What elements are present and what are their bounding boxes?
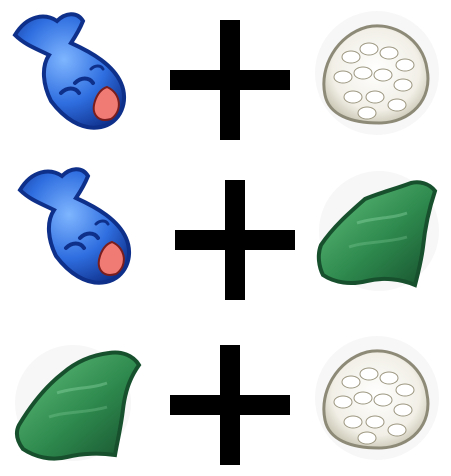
seaweed-sheet-icon: [305, 165, 445, 295]
blue-fish-icon: [10, 160, 150, 290]
plus-vertical-bar: [220, 20, 240, 140]
row-1-plus-icon: [170, 20, 290, 140]
plus-vertical-bar: [225, 180, 245, 300]
row-3-seaweed-item[interactable]: [5, 335, 145, 465]
row-3-rice-item[interactable]: [305, 330, 445, 460]
seaweed-sheet-icon: [5, 335, 145, 465]
blue-fish-icon: [5, 5, 145, 135]
row-2-seaweed-item[interactable]: [305, 165, 445, 295]
rice-pile-icon: [305, 330, 445, 460]
plus-vertical-bar: [220, 345, 240, 465]
row-1-fish-item[interactable]: [5, 5, 145, 135]
row-2-plus-icon: [175, 180, 295, 300]
row-3-plus-icon: [170, 345, 290, 465]
row-1-rice-item[interactable]: [305, 5, 445, 135]
rice-pile-icon: [305, 5, 445, 135]
row-2-fish-item[interactable]: [10, 160, 150, 290]
